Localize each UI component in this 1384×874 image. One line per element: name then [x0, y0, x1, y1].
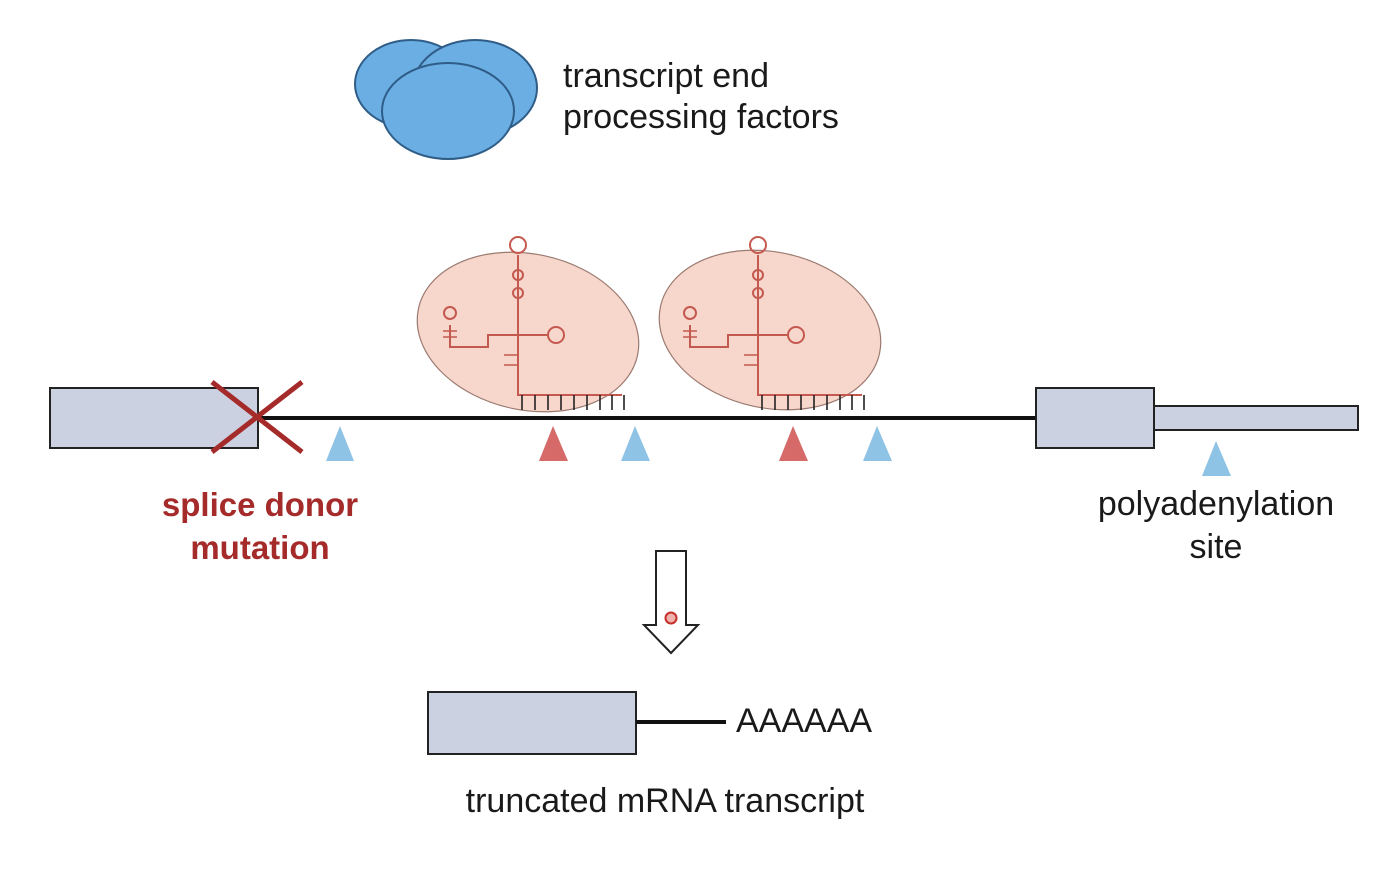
splice-donor-mutation-label: splice donor mutation — [161, 486, 359, 566]
snrnp-complex-icon — [416, 236, 640, 413]
exon-right — [1035, 387, 1155, 449]
polyadenylation-site-label: polyadenylation site — [1097, 485, 1335, 566]
utr-3prime — [1153, 405, 1359, 431]
polya-site-marker-icon — [326, 426, 354, 461]
truncated-mrna-label: truncated mRNA transcript — [465, 782, 865, 820]
polya-site-marker-icon — [863, 426, 892, 461]
truncated-exon — [427, 691, 637, 755]
cross-mark-icon — [210, 380, 304, 454]
polya-site-marker-icon — [1202, 441, 1231, 476]
splice-site-marker-icon — [539, 426, 568, 461]
processing-factors-label: transcript end processing factors — [563, 57, 839, 136]
down-arrow-icon — [641, 550, 701, 655]
polya-tail-label: AAAAAA — [736, 702, 873, 740]
processing-factors-icon — [354, 39, 538, 160]
polya-site-marker-icon — [621, 426, 650, 461]
splice-site-marker-icon — [779, 426, 808, 461]
snrnp-complex-icon — [658, 236, 882, 411]
